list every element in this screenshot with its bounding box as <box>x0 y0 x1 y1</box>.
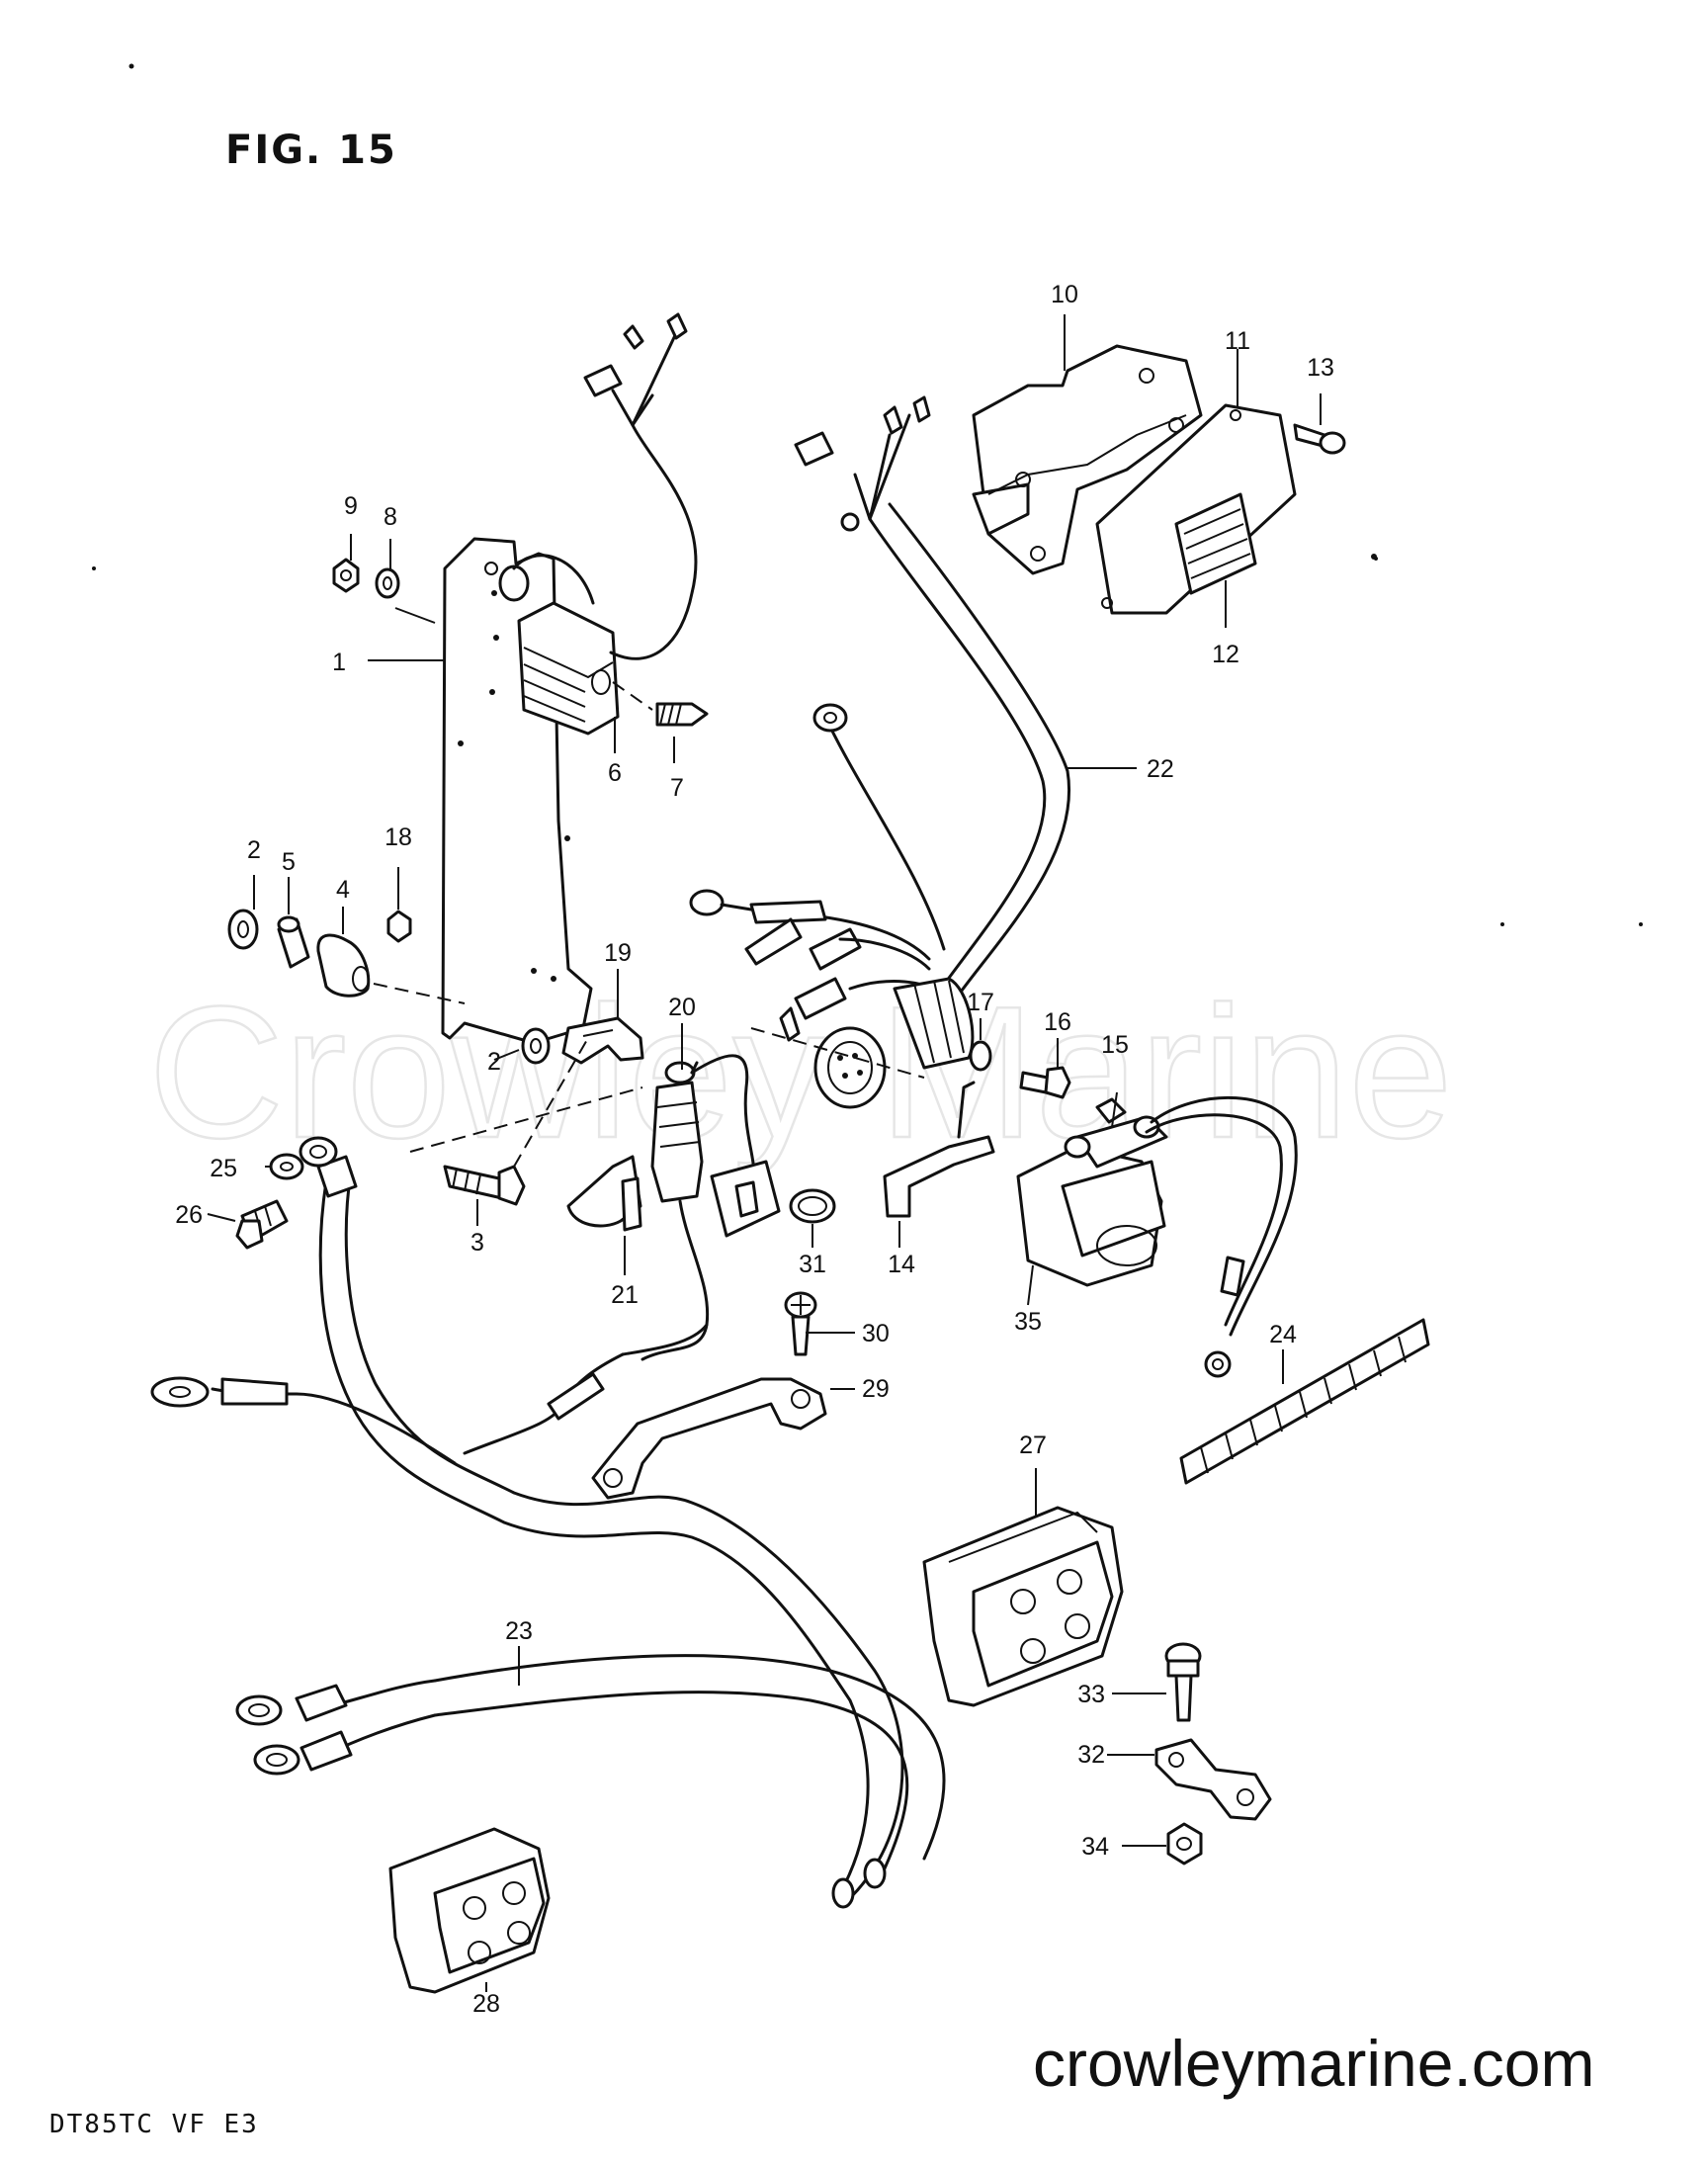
callout-4: 4 <box>336 876 350 904</box>
washer-25 <box>269 1153 304 1180</box>
callout-6: 6 <box>608 759 622 787</box>
callout-23: 23 <box>505 1617 533 1645</box>
callout-35: 35 <box>1014 1308 1042 1336</box>
leader-lines <box>207 314 1322 1992</box>
battery-cable-23 <box>235 1654 946 1870</box>
bracket-14 <box>883 1081 995 1218</box>
grommet-4 <box>316 933 371 998</box>
rectifier-regulator <box>498 312 698 736</box>
callout-3: 3 <box>470 1229 484 1257</box>
callout-25: 25 <box>210 1155 237 1182</box>
nut-34 <box>1166 1822 1203 1866</box>
bolt-3 <box>443 1165 526 1206</box>
washer-17 <box>969 1040 992 1072</box>
callout-28: 28 <box>472 1990 500 2018</box>
gasket-11 <box>1095 403 1297 615</box>
spiral-tube-24 <box>1179 1318 1430 1485</box>
callout-31: 31 <box>799 1251 826 1278</box>
callout-22: 22 <box>1147 755 1174 783</box>
connector-plug <box>813 977 975 1109</box>
callout-30: 30 <box>862 1320 890 1347</box>
callout-16: 16 <box>1044 1008 1071 1036</box>
callout-8: 8 <box>384 503 397 531</box>
callout-33: 33 <box>1077 1681 1105 1708</box>
fuse-cap-21 <box>566 1155 642 1232</box>
bracket-32 <box>1154 1738 1272 1821</box>
callout-11: 11 <box>1225 327 1250 355</box>
screw-13 <box>1293 423 1346 455</box>
callout-15: 15 <box>1101 1031 1129 1059</box>
relay-box-cover-10 <box>972 344 1203 575</box>
callout-2: 2 <box>487 1048 501 1076</box>
callout-17: 17 <box>967 989 994 1016</box>
grommet-28 <box>388 1827 551 1994</box>
scan-dots <box>92 63 1643 926</box>
callout-34: 34 <box>1081 1833 1109 1861</box>
callout-32: 32 <box>1077 1741 1105 1769</box>
callout-2: 2 <box>247 836 261 864</box>
label-plate-12 <box>1174 492 1257 595</box>
callout-18: 18 <box>384 824 412 851</box>
o-ring-31 <box>789 1188 836 1224</box>
grommet-27 <box>922 1506 1124 1707</box>
callout-26: 26 <box>175 1201 203 1229</box>
bolt-33 <box>1164 1642 1202 1722</box>
callout-14: 14 <box>888 1251 915 1278</box>
battery-cable-upper <box>150 1136 904 1900</box>
collar-5 <box>277 915 310 969</box>
callout-27: 27 <box>1019 1432 1047 1459</box>
callout-29: 29 <box>862 1375 890 1403</box>
washer-8 <box>375 567 400 599</box>
callout-9: 9 <box>344 492 358 520</box>
nut-18 <box>386 910 412 943</box>
clamp-19 <box>561 1016 644 1065</box>
bolt-26 <box>235 1199 289 1250</box>
callout-13: 13 <box>1307 354 1334 382</box>
callout-19: 19 <box>604 939 632 967</box>
clamp-29 <box>591 1377 827 1500</box>
figure-title: FIG. 15 <box>225 128 397 173</box>
screw-7 <box>655 702 709 727</box>
callout-1: 1 <box>332 649 346 676</box>
website-link[interactable]: crowleymarine.com <box>1033 2027 1594 2100</box>
cable-break <box>831 1858 887 1909</box>
model-code: DT85TC VF E3 <box>49 2110 259 2139</box>
fuse-box-cover <box>710 1160 781 1238</box>
callout-labels: 1 2 2 3 4 5 6 7 8 9 10 11 12 13 14 15 16… <box>175 281 1334 2018</box>
callout-24: 24 <box>1269 1321 1297 1348</box>
callout-12: 12 <box>1212 641 1239 668</box>
callout-20: 20 <box>668 994 696 1021</box>
callout-21: 21 <box>611 1281 639 1309</box>
nut-9 <box>332 558 360 593</box>
callout-7: 7 <box>670 774 684 802</box>
washer-2b <box>521 1027 551 1065</box>
callout-5: 5 <box>282 848 296 876</box>
bolt-16 <box>1019 1066 1071 1099</box>
screw-30 <box>784 1291 817 1356</box>
callout-10: 10 <box>1051 281 1078 308</box>
washer-2a <box>227 909 259 950</box>
starter-relay-35 <box>1016 1095 1298 1378</box>
